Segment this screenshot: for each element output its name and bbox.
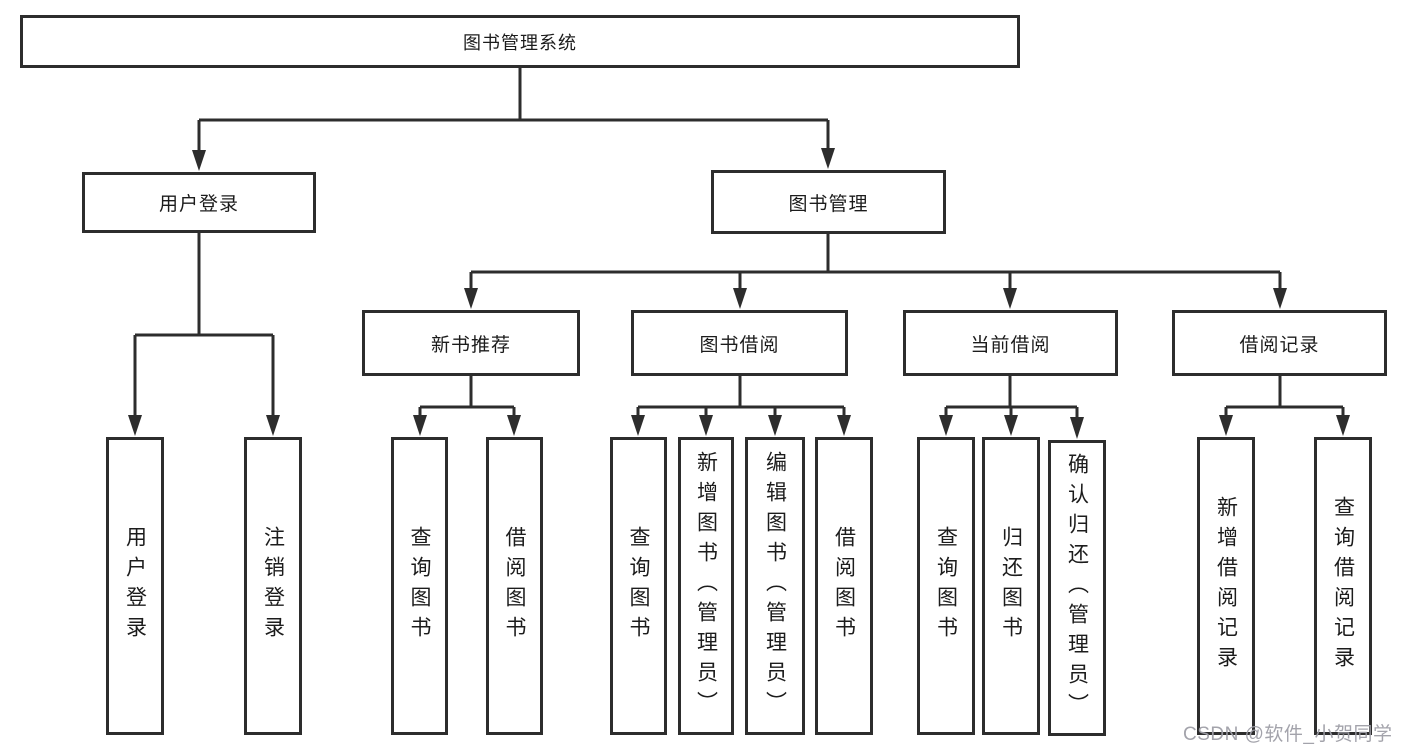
arrowhead	[1004, 415, 1018, 436]
leaf-add-books-admin: 新增图书（管理员）	[678, 437, 734, 735]
arrowhead	[733, 288, 747, 309]
arrowhead	[939, 415, 953, 436]
leaf-borrow-books: 借阅图书	[815, 437, 873, 735]
arrowhead	[837, 415, 851, 436]
connector-current-borrow-children	[939, 376, 1084, 439]
leaf-borrow-books-rec: 借阅图书	[486, 437, 543, 735]
node-new-book-recommend: 新书推荐	[362, 310, 580, 376]
arrowhead	[266, 415, 280, 436]
connector-new-rec-children	[413, 376, 521, 436]
connector-root-to-level2	[192, 68, 835, 171]
leaf-confirm-return-admin: 确认归还（管理员）	[1048, 440, 1106, 736]
arrowhead	[768, 415, 782, 436]
connector-borrow-records-children	[1219, 376, 1350, 436]
connector-book-mgmt-children	[464, 234, 1287, 309]
arrowhead	[192, 150, 206, 171]
leaf-edit-books-admin: 编辑图书（管理员）	[745, 437, 805, 735]
connector-book-borrow-children	[631, 376, 851, 436]
arrowhead	[631, 415, 645, 436]
node-library-management-system: 图书管理系统	[20, 15, 1020, 68]
leaf-query-borrow-record: 查询借阅记录	[1314, 437, 1372, 735]
arrowhead	[507, 415, 521, 436]
arrowhead	[1336, 415, 1350, 436]
node-book-management-branch: 图书管理	[711, 170, 946, 234]
connector-user-login-children	[128, 233, 280, 436]
leaf-add-borrow-record: 新增借阅记录	[1197, 437, 1255, 735]
arrowhead	[1273, 288, 1287, 309]
arrowhead	[464, 288, 478, 309]
arrowhead	[128, 415, 142, 436]
arrowhead	[1003, 288, 1017, 309]
node-user-login-branch: 用户登录	[82, 172, 316, 233]
arrowhead	[699, 415, 713, 436]
arrowhead	[413, 415, 427, 436]
arrowhead	[1219, 415, 1233, 436]
leaf-query-books-borrow: 查询图书	[610, 437, 667, 735]
node-book-borrowing: 图书借阅	[631, 310, 848, 376]
csdn-watermark: CSDN @软件_小贺同学	[1183, 724, 1393, 745]
arrowhead	[1070, 417, 1084, 439]
leaf-return-books: 归还图书	[982, 437, 1040, 735]
leaf-user-login: 用户登录	[106, 437, 164, 735]
node-borrowing-records: 借阅记录	[1172, 310, 1387, 376]
node-current-borrowing: 当前借阅	[903, 310, 1118, 376]
leaf-query-books-rec: 查询图书	[391, 437, 448, 735]
leaf-query-books-current: 查询图书	[917, 437, 975, 735]
arrowhead	[821, 148, 835, 169]
leaf-logout: 注销登录	[244, 437, 302, 735]
